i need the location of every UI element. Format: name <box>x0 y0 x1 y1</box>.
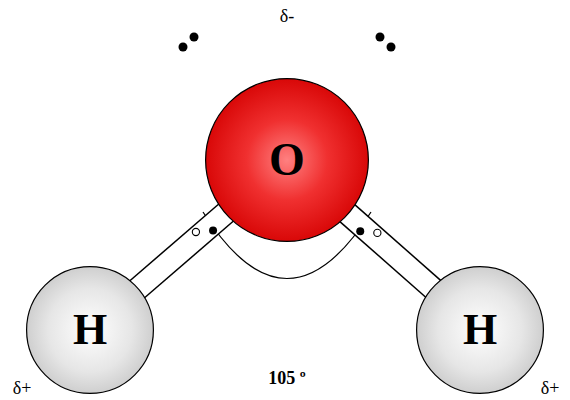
hydrogen-atom: H <box>416 266 544 394</box>
lone-pair <box>376 33 396 52</box>
element-symbol: H <box>73 308 107 352</box>
partial-charge: δ+ <box>13 379 32 397</box>
element-symbol: H <box>463 308 497 352</box>
partial-charge: δ- <box>280 7 294 25</box>
hydrogen-atom: H <box>26 266 154 394</box>
covalent-bond <box>137 212 226 289</box>
oxygen-atom: O <box>205 78 369 242</box>
element-symbol: O <box>269 137 305 183</box>
bond-angle: 105 º <box>268 369 305 387</box>
lone-pair <box>179 33 199 52</box>
covalent-bond <box>347 213 433 289</box>
partial-charge: δ+ <box>541 379 560 397</box>
